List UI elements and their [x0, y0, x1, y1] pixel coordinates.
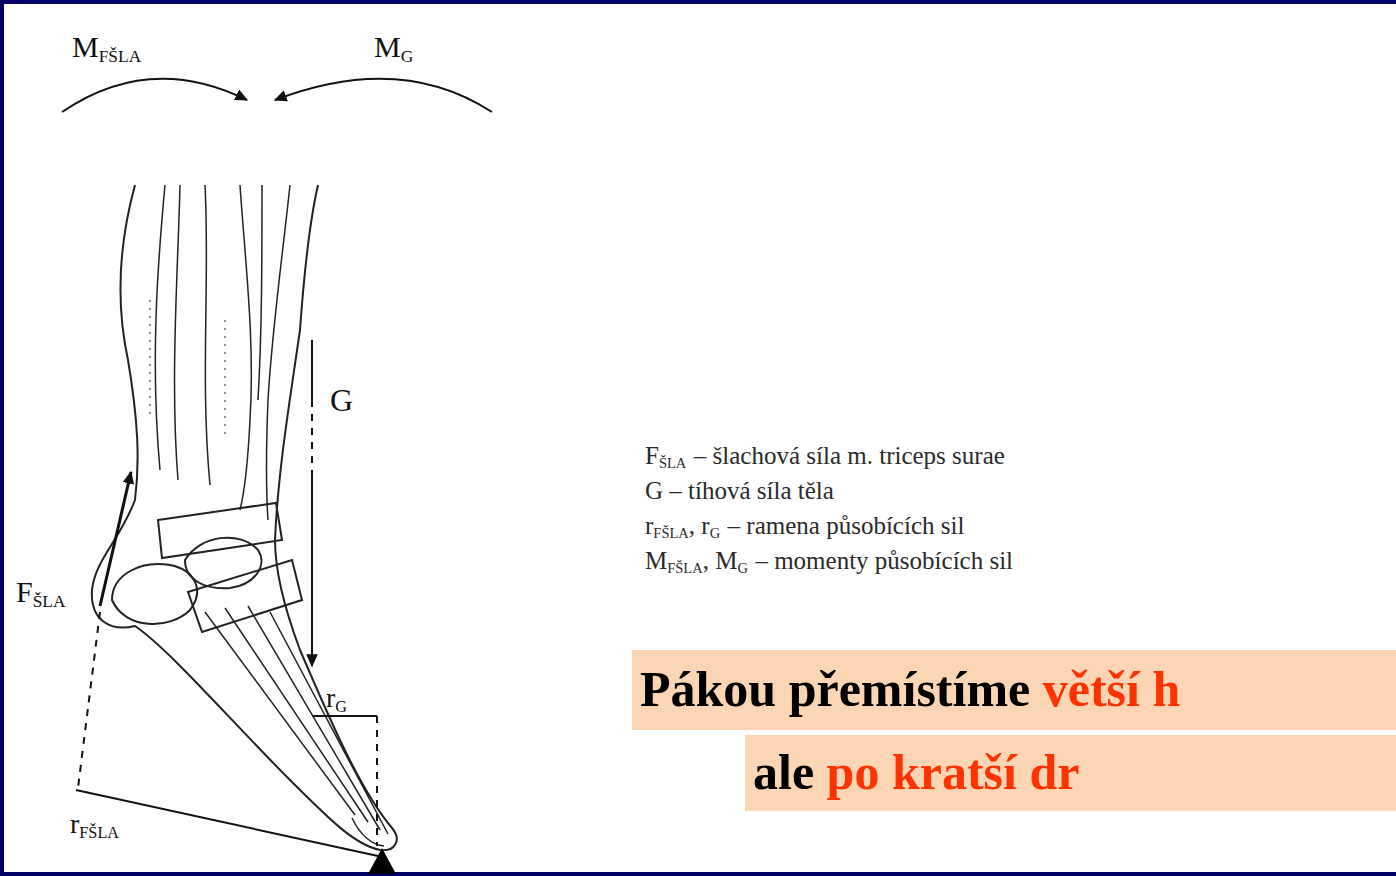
leg-drawing	[92, 185, 397, 850]
statement-text: ale	[753, 744, 814, 800]
symbol-label: M	[374, 30, 401, 63]
tendon-line	[267, 185, 291, 520]
symbol-label: – ramena působících sil	[728, 512, 965, 539]
subscript-label: FŠLA	[79, 824, 119, 842]
toe-outline	[352, 818, 384, 846]
highlight-box: Pákou přemístímevětší h	[632, 650, 1396, 730]
symbol-label: G – tíhová síla těla	[645, 477, 834, 504]
subscript-label: G	[710, 525, 720, 541]
moment-arc	[275, 79, 492, 112]
tendon-line	[150, 300, 151, 420]
symbol-label: F	[645, 442, 659, 469]
tendon-line	[155, 185, 165, 470]
legend-line: FŠLA – šlachová síla m. triceps surae	[645, 442, 1005, 472]
lever-arm-extension	[78, 612, 100, 788]
gravity-force-arrow	[311, 470, 313, 666]
fulcrum-triangle	[368, 848, 396, 874]
emphasis-text: po kratší dr	[827, 744, 1080, 800]
box-text: alepo kratší dr	[745, 742, 1087, 804]
symbol-label: – momenty působících sil	[755, 547, 1013, 574]
lever-arm-symbol: rFŠLA	[70, 808, 119, 843]
force-lines	[62, 79, 492, 856]
symbol-label: r	[70, 808, 79, 839]
subscript-label: G	[737, 560, 747, 576]
subscript-label: FŠLA	[667, 560, 702, 576]
subscript-label: FŠLA	[99, 46, 142, 66]
box-text: Pákou přemístímevětší h	[632, 659, 1188, 721]
retinaculum-band	[188, 560, 302, 632]
tendon-line	[225, 320, 226, 440]
tendon-force-arrow	[100, 472, 131, 606]
subscript-label: G	[335, 698, 347, 716]
talus-bone	[185, 538, 261, 589]
metatarsal-bone	[248, 606, 380, 830]
legend-line: rFŠLA, rG – ramena působících sil	[645, 512, 964, 542]
symbol-label: r	[326, 682, 335, 713]
moment-arc	[62, 79, 247, 112]
legend-line: MFŠLA, MG – momenty působících sil	[645, 547, 1013, 577]
metatarsal-bone	[270, 612, 388, 834]
legend-line: G – tíhová síla těla	[645, 477, 834, 506]
subscript-label: ŠLA	[659, 455, 686, 471]
symbol-label: – šlachová síla m. triceps surae	[694, 442, 1005, 469]
tendon-line	[258, 185, 262, 400]
symbol-label: , M	[703, 547, 738, 574]
subscript-label: G	[401, 46, 414, 66]
gravity-line	[311, 400, 313, 470]
symbol-label: F	[16, 575, 33, 608]
lever-arm-symbol: rG	[326, 682, 347, 717]
metatarsal-bone	[205, 612, 355, 815]
lever-arm-line	[76, 790, 378, 856]
subscript-label: ŠLA	[33, 591, 66, 611]
moment-symbol: MFŠLA	[72, 30, 141, 66]
symbol-label: G	[330, 382, 353, 418]
highlight-box: alepo kratší dr	[745, 735, 1396, 811]
leg-outline	[92, 185, 397, 850]
statement-text: Pákou přemístíme	[640, 661, 1030, 717]
emphasis-text: větší h	[1043, 661, 1181, 717]
metatarsal-bone	[225, 608, 368, 822]
symbol-label: M	[72, 30, 99, 63]
subscript-label: FŠLA	[653, 525, 688, 541]
force-symbol: G	[330, 382, 353, 419]
lever-arm-extension	[376, 716, 378, 846]
force-symbol: FŠLA	[16, 575, 66, 611]
gravity-line	[311, 340, 313, 400]
tendon-line	[240, 185, 251, 510]
symbol-label: M	[645, 547, 667, 574]
symbol-label: r	[645, 512, 653, 539]
retinaculum-band	[158, 503, 282, 558]
calcaneus-bone	[112, 564, 197, 624]
tendon-line	[175, 185, 180, 480]
tendon-line	[205, 185, 210, 485]
moment-symbol: MG	[374, 30, 413, 66]
symbol-label: , r	[689, 512, 710, 539]
